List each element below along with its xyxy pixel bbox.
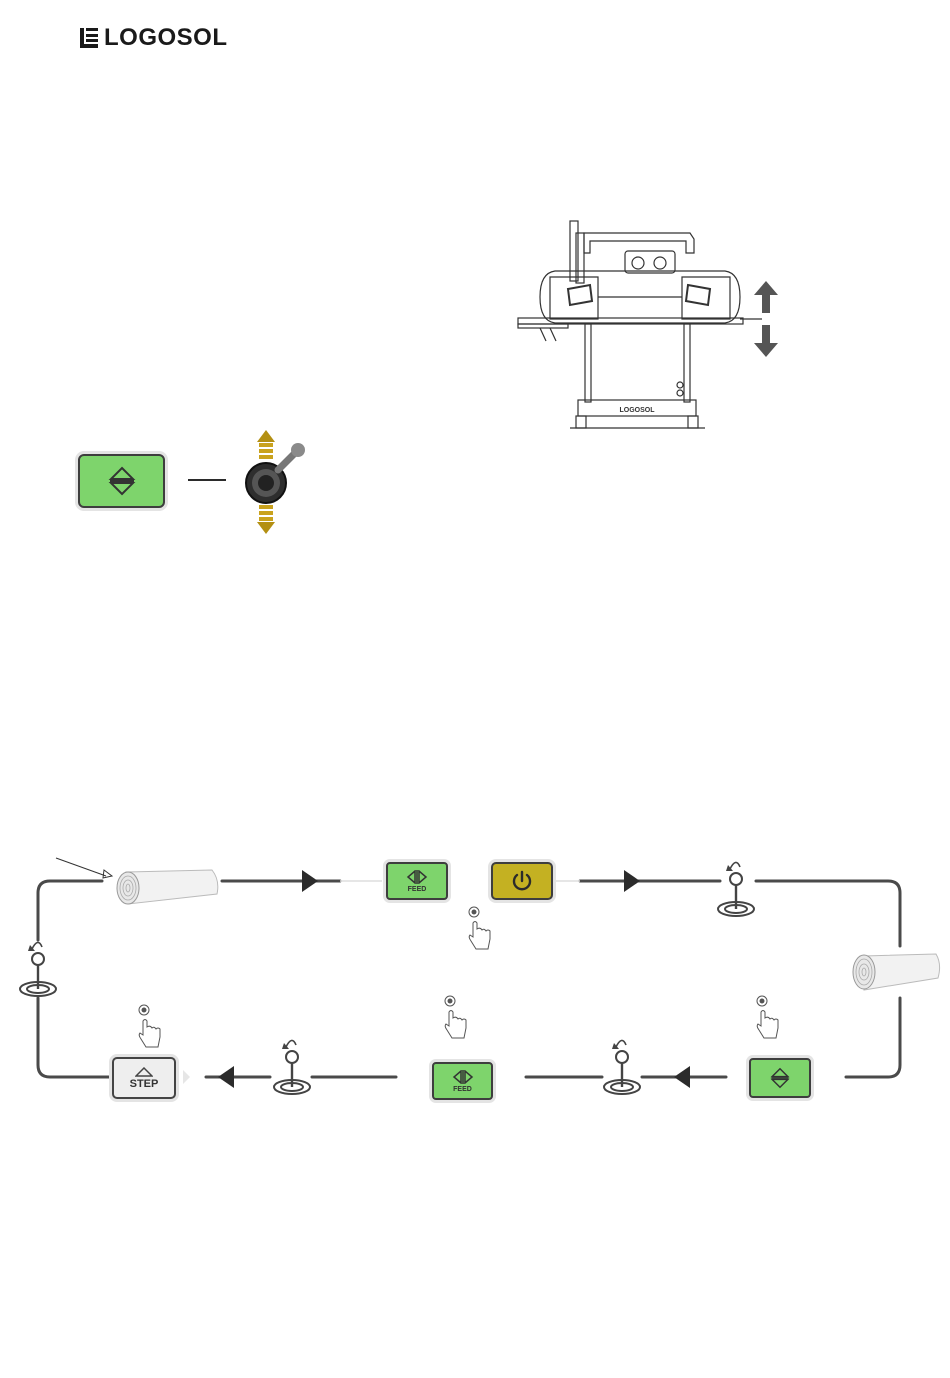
joystick-small-icon: [714, 855, 758, 919]
button-joystick-connector: [188, 479, 226, 481]
joystick-icon[interactable]: [238, 428, 308, 536]
feed-button-bottom[interactable]: FEED: [432, 1062, 493, 1100]
press-hand-icon: [136, 1003, 162, 1049]
press-hand-icon: [754, 994, 780, 1040]
feed-arrows-icon: [452, 1070, 474, 1084]
joystick-small-icon: [270, 1033, 314, 1097]
flow-arrowhead: [624, 870, 640, 892]
log-start-icon: [112, 868, 222, 908]
press-hand-icon: [442, 994, 468, 1040]
raise-lower-button-small[interactable]: [749, 1058, 811, 1098]
step-label: STEP: [130, 1079, 159, 1090]
sawmill-frame-logo: LOGOSOL: [620, 407, 656, 414]
up-down-arrows-icon: [752, 281, 780, 357]
joystick-small-icon: [600, 1033, 644, 1097]
flow-arrowhead: [302, 870, 318, 892]
feed-button-top[interactable]: FEED: [386, 862, 448, 900]
feed-arrows-icon: [406, 870, 428, 884]
press-hand-icon: [466, 905, 492, 951]
power-button[interactable]: [491, 862, 553, 900]
flow-arrowhead: [218, 1066, 234, 1088]
logo-text: LOGOSOL: [104, 24, 228, 52]
step-button[interactable]: STEP: [112, 1057, 176, 1099]
joystick-small-icon: [16, 935, 60, 999]
raise-lower-button[interactable]: [78, 454, 165, 508]
up-down-triangle-icon: [770, 1067, 790, 1089]
flow-arrowhead: [674, 1066, 690, 1088]
power-icon: [511, 870, 533, 892]
feed-label-top: FEED: [408, 886, 427, 893]
logosol-mark-icon: [80, 28, 98, 48]
brand-logo: LOGOSOL: [80, 24, 228, 52]
step-up-triangle-icon: [135, 1067, 153, 1077]
log-end-icon: [850, 950, 942, 994]
feed-label-bottom: FEED: [453, 1086, 472, 1093]
up-down-triangle-icon: [108, 466, 136, 496]
